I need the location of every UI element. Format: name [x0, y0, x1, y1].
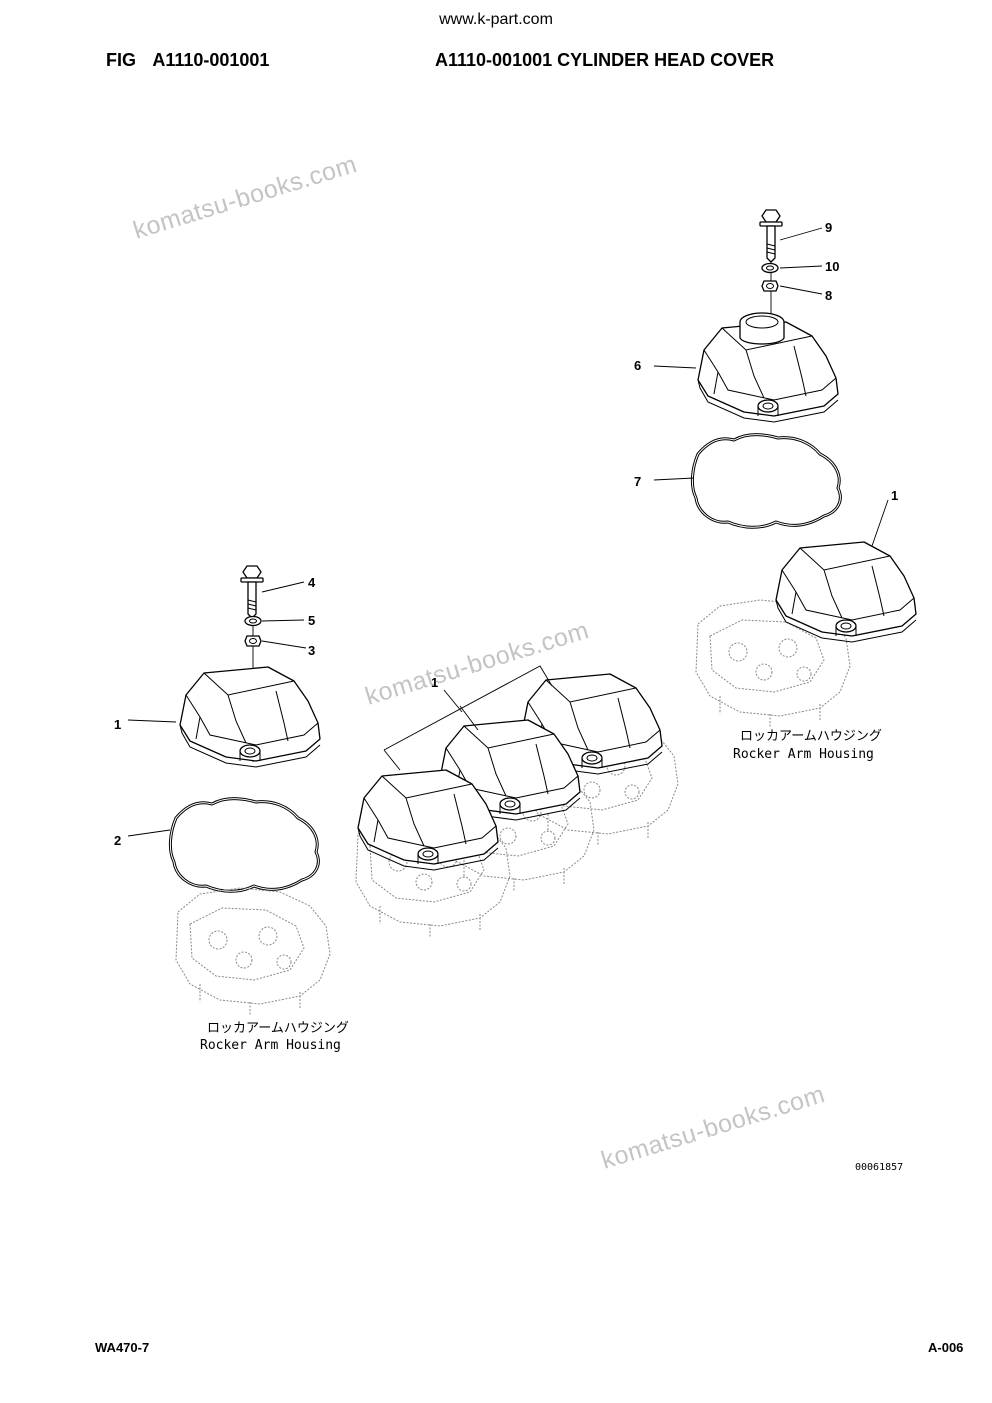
callout-5: 5: [308, 613, 315, 628]
washer-icon: [761, 262, 779, 274]
nut-icon: [244, 635, 262, 647]
bolt-icon: [759, 209, 783, 263]
housing-label-jp: ロッカアームハウジング: [740, 729, 882, 744]
middle-assembly: [355, 665, 679, 939]
figure-number: FIG A1110-001001: [106, 50, 270, 70]
nut-icon: [761, 280, 779, 292]
callout-8: 8: [825, 288, 832, 303]
cylinder-head-cover-icon: [775, 541, 917, 643]
callout-2: 2: [114, 833, 121, 848]
housing-label-en: Rocker Arm Housing: [733, 747, 874, 762]
callout-1-right: 1: [891, 488, 898, 503]
housing-label-en: Rocker Arm Housing: [200, 1038, 341, 1053]
callout-6: 6: [634, 358, 641, 373]
drawing-id: 00061857: [855, 1162, 903, 1173]
callout-3: 3: [308, 643, 315, 658]
callout-1-left: 1: [114, 717, 121, 732]
right-assembly: [690, 209, 917, 729]
site-url: www.k-part.com: [439, 11, 553, 28]
callout-1-middle: 1: [431, 675, 438, 690]
bolt-icon: [240, 565, 264, 619]
callout-9: 9: [825, 220, 832, 235]
rocker-arm-housing-icon: [175, 887, 331, 1017]
housing-label-jp: ロッカアームハウジング: [207, 1021, 349, 1036]
oil-filler-cover-icon: [697, 312, 839, 423]
machine-model: WA470-7: [95, 1340, 150, 1355]
gasket-icon: [690, 433, 842, 529]
callout-10: 10: [825, 259, 839, 274]
callout-numbers: 1 2 3 4 5 1 1 6 7 8 9 10: [114, 220, 898, 848]
callout-7: 7: [634, 474, 641, 489]
callout-4: 4: [308, 575, 316, 590]
gasket-icon: [168, 797, 320, 893]
left-assembly: [168, 565, 331, 1017]
figure-title: A1110-001001 CYLINDER HEAD COVER: [435, 50, 775, 70]
page-number: A-006: [928, 1340, 964, 1355]
washer-icon: [244, 615, 262, 627]
callout-leaders: [127, 227, 889, 837]
cylinder-head-cover-icon: [179, 666, 321, 768]
